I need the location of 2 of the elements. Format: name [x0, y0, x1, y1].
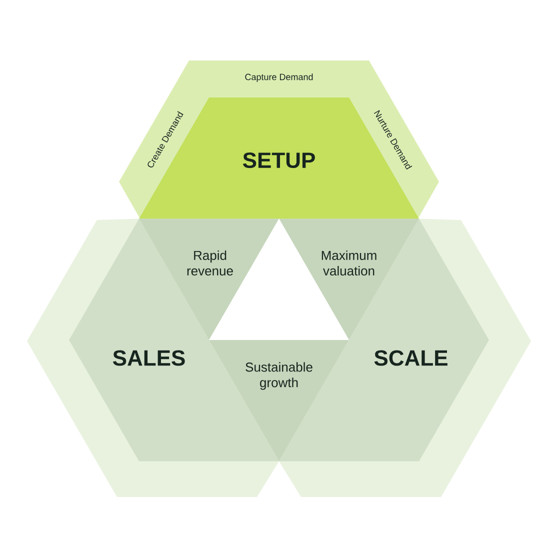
- band-label: Capture Demand: [245, 74, 313, 82]
- triangle: Sustainable growth: [209, 340, 349, 462]
